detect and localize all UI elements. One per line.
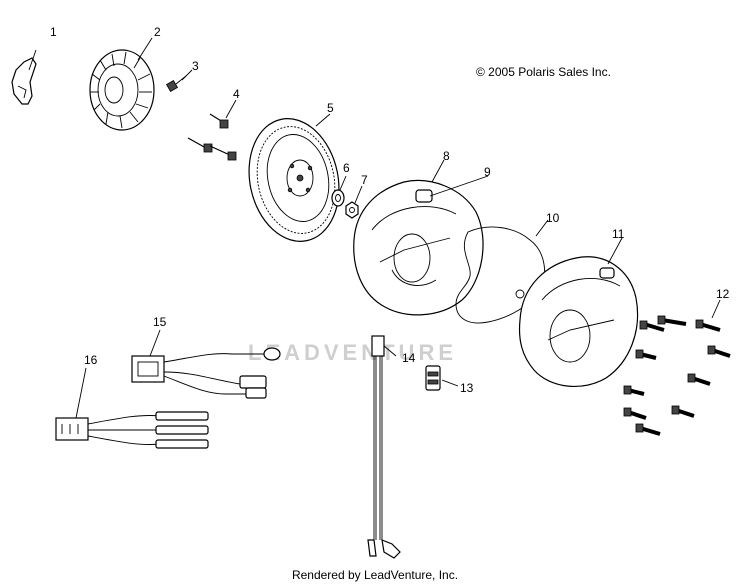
callout-13: 13 [460, 381, 474, 395]
callout-11: 11 [612, 227, 625, 241]
part-11-outer-cover[interactable] [518, 237, 639, 388]
callout-8: 8 [443, 149, 450, 163]
callout-14: 14 [402, 351, 416, 365]
part-6-washer[interactable] [331, 175, 347, 207]
part-1-bracket[interactable] [11, 49, 37, 105]
callout-3: 3 [192, 59, 199, 73]
callout-16: 16 [84, 353, 98, 367]
part-2-stator[interactable] [89, 37, 155, 131]
part-15-harness[interactable] [131, 329, 281, 399]
part-14-harness[interactable] [367, 335, 401, 559]
part-7-nut[interactable] [345, 185, 363, 219]
callout-2: 2 [154, 25, 161, 39]
callout-6: 6 [343, 161, 350, 175]
callout-9: 9 [484, 165, 491, 179]
part-9-cap[interactable] [415, 175, 489, 203]
watermark-text: LEADVENTURE [248, 340, 458, 365]
callout-15: 15 [153, 315, 167, 329]
callout-1: 1 [50, 25, 57, 39]
part-13-connector[interactable] [425, 365, 459, 391]
part-4-bolts[interactable] [187, 99, 237, 161]
callout-5: 5 [327, 101, 334, 115]
part-16-harness[interactable] [55, 367, 209, 449]
part-8-inner-cover[interactable] [353, 159, 484, 316]
part-12-bolts[interactable] [623, 299, 731, 436]
callout-4: 4 [233, 87, 240, 101]
part-3-screw[interactable] [165, 69, 193, 93]
footer-text: Rendered by LeadVenture, Inc. [291, 568, 459, 582]
callout-12: 12 [716, 287, 730, 301]
copyright-text: © 2005 Polaris Sales Inc. [476, 65, 611, 79]
part-10-gasket[interactable] [455, 219, 549, 324]
callout-10: 10 [546, 211, 560, 225]
part-5-flywheel[interactable] [238, 110, 350, 250]
callout-7: 7 [361, 173, 368, 187]
